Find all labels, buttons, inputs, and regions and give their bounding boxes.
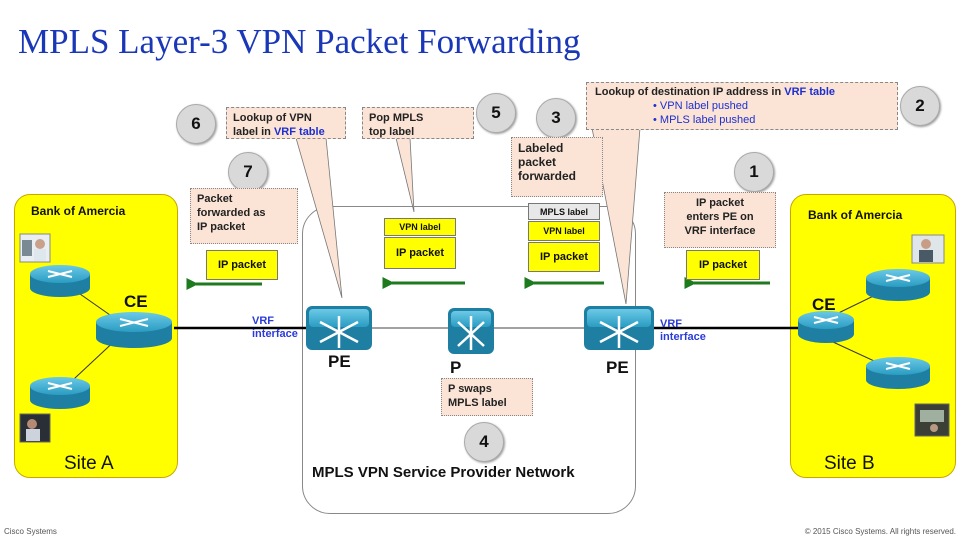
step-2-badge: 2 [900, 86, 940, 126]
user-photo-icon [914, 403, 950, 437]
packet-step3-vpn-label: VPN label [528, 221, 600, 241]
p-label: P [450, 358, 462, 377]
pe-left-label: PE [328, 352, 351, 371]
ce-b-label: CE [812, 295, 836, 314]
router-icon [448, 308, 494, 354]
packet-step3-ip: IP packet [528, 242, 600, 272]
router-icon [866, 357, 930, 389]
provider-network-label: MPLS VPN Service Provider Network [312, 464, 575, 481]
packet-step5-ip: IP packet [384, 237, 456, 269]
router-icon [866, 269, 930, 301]
user-photo-icon [911, 234, 945, 264]
footer-left: Cisco Systems [4, 527, 57, 536]
step-1-badge: 1 [734, 152, 774, 192]
router-icon [306, 306, 372, 350]
packet-step7-ip: IP packet [206, 250, 278, 280]
pointer-step5 [395, 137, 415, 213]
site-b-label: Site B [824, 453, 875, 474]
router-icon [30, 265, 90, 297]
packet-step5-vpn-label: VPN label [384, 218, 456, 236]
step-2-note: Lookup of destination IP address in VRF … [586, 82, 898, 130]
footer-right: © 2015 Cisco Systems. All rights reserve… [804, 527, 956, 536]
router-icon [584, 306, 654, 350]
ce-a-label: CE [124, 292, 148, 311]
step-3-badge: 3 [536, 98, 576, 138]
step-6-note: Lookup of VPN label in VRF table [226, 107, 346, 139]
packet-step1-ip: IP packet [686, 250, 760, 280]
step-7-badge: 7 [228, 152, 268, 192]
packet-step3-mpls-label: MPLS label [528, 203, 600, 220]
step-6-badge: 6 [176, 104, 216, 144]
pe-right-label: PE [606, 358, 629, 377]
site-a-name: Bank of Amercia [31, 204, 126, 218]
site-b-name: Bank of Amercia [808, 208, 903, 222]
site-a-label: Site A [64, 453, 114, 474]
router-icon [96, 312, 172, 348]
router-icon [30, 377, 90, 409]
page-title: MPLS Layer-3 VPN Packet Forwarding [18, 22, 581, 61]
router-icon [798, 311, 854, 343]
user-photo-icon [19, 413, 51, 443]
step-5-badge: 5 [476, 93, 516, 133]
step-4-badge: 4 [464, 422, 504, 462]
pointer-step6 [295, 137, 343, 299]
user-photo-icon [19, 233, 51, 263]
